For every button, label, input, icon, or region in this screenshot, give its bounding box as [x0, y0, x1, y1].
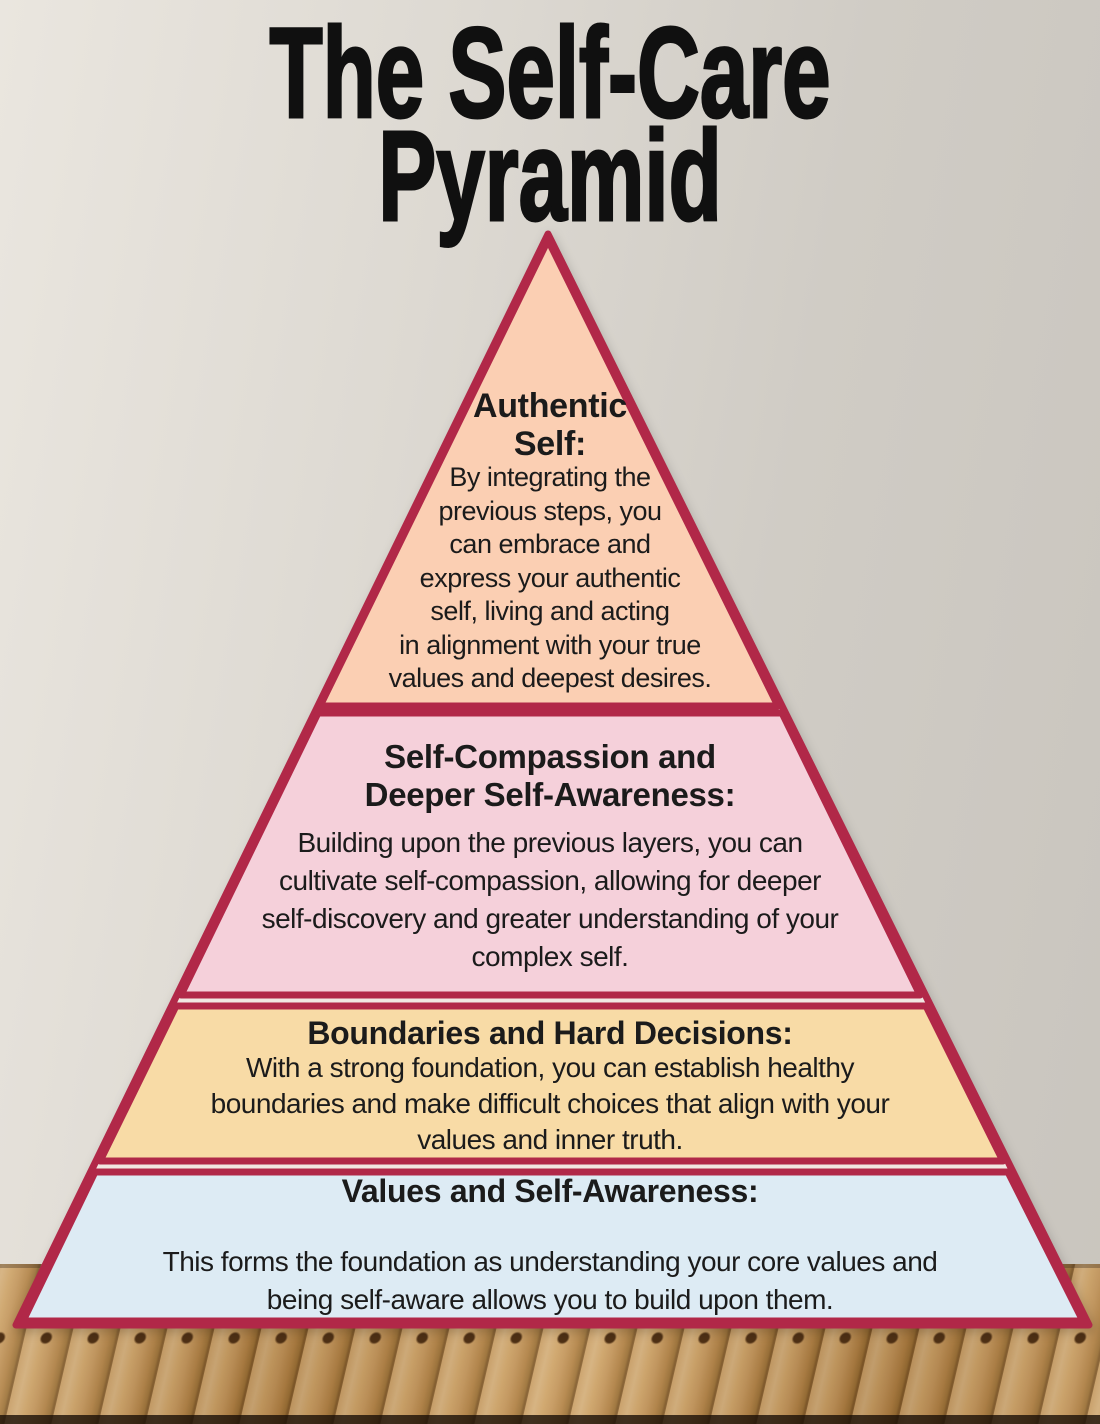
pyramid-layer-authentic-self	[316, 236, 782, 710]
pyramid-layer-self-compassion	[177, 709, 924, 999]
layer-values-body: This forms the foundation as understandi…	[162, 1246, 938, 1315]
layer-values-heading: Values and Self-Awareness:	[341, 1173, 759, 1209]
layer-boundaries-body: With a strong foundation, you can establ…	[210, 1052, 890, 1155]
layer-boundaries-heading: Boundaries and Hard Decisions:	[307, 1015, 793, 1051]
pyramid-layer-values	[19, 1168, 1087, 1325]
pyramid-layer-boundaries	[96, 1002, 1007, 1165]
layer-self-compassion-body: Building upon the previous layers, you c…	[261, 827, 839, 972]
